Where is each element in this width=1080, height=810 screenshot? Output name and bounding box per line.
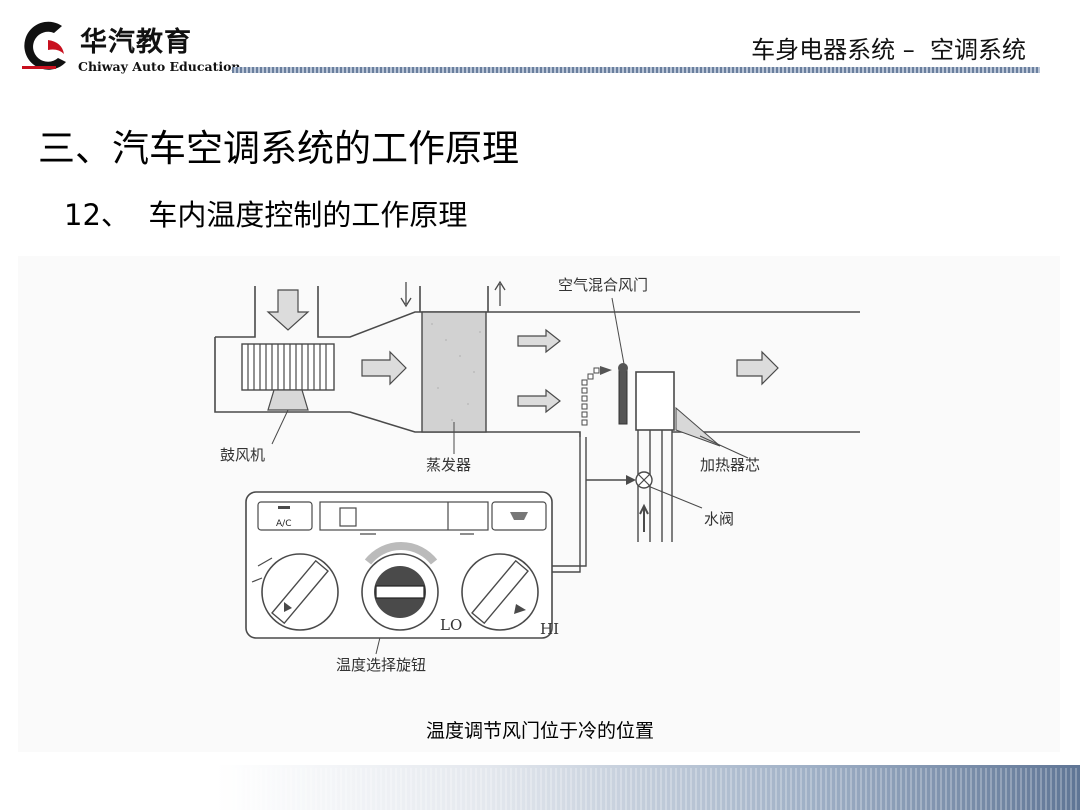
control-panel bbox=[245, 491, 553, 639]
air-mix-door-icon bbox=[581, 297, 628, 426]
lo-label: LO bbox=[440, 616, 462, 634]
water-valve-icon bbox=[635, 471, 653, 489]
outlet-arrow-icon bbox=[736, 350, 779, 386]
slide-title: 三、汽车空调系统的工作原理 bbox=[38, 127, 519, 170]
intake-arrow-icon bbox=[266, 289, 310, 331]
logo-english-name: Chiway Auto Education bbox=[78, 59, 241, 74]
logo-chinese-name: 华汽教育 bbox=[80, 27, 192, 58]
air-mix-door-label: 空气混合风门 bbox=[558, 276, 648, 294]
water-valve-label: 水阀 bbox=[704, 510, 734, 528]
blower-icon bbox=[241, 343, 335, 411]
down-arrow-icon bbox=[400, 282, 412, 308]
mode-knob bbox=[251, 553, 339, 631]
temperature-selector-knob bbox=[361, 542, 439, 631]
airflow-arrow-icon bbox=[361, 350, 407, 386]
header-divider bbox=[232, 67, 1040, 73]
hi-label: HI bbox=[540, 620, 559, 638]
airflow-arrow-icon bbox=[517, 388, 561, 414]
logo-mark-icon bbox=[22, 21, 66, 70]
water-flow-arrow-icon bbox=[639, 503, 649, 532]
up-arrow-icon bbox=[494, 280, 506, 306]
blower-label: 鼓风机 bbox=[220, 446, 265, 464]
footer-band bbox=[0, 765, 1080, 810]
air-conditioning-diagram: 空气混合风门 鼓风机 蒸发器 加热器芯 水阀 温度选择旋钮 A/C LO HI bbox=[214, 276, 860, 674]
footer-stripes bbox=[0, 768, 1080, 810]
temperature-knob-label: 温度选择旋钮 bbox=[336, 656, 426, 674]
blower-housing bbox=[215, 286, 256, 338]
heater-core-label: 加热器芯 bbox=[700, 456, 760, 474]
evaporator-icon bbox=[421, 311, 487, 433]
header-title: 车身电器系统 – 空调系统 bbox=[751, 36, 1026, 64]
fan-speed-knob bbox=[461, 553, 539, 631]
company-logo: 华汽教育 Chiway Auto Education bbox=[18, 18, 241, 76]
evaporator-label: 蒸发器 bbox=[426, 456, 471, 474]
figure-caption: 温度调节风门位于冷的位置 bbox=[425, 720, 654, 742]
heater-core-icon bbox=[635, 371, 675, 431]
ac-button-label: A/C bbox=[276, 519, 291, 529]
airflow-arrow-icon bbox=[517, 328, 561, 354]
slide-subtitle: 12、 车内温度控制的工作原理 bbox=[64, 198, 468, 232]
